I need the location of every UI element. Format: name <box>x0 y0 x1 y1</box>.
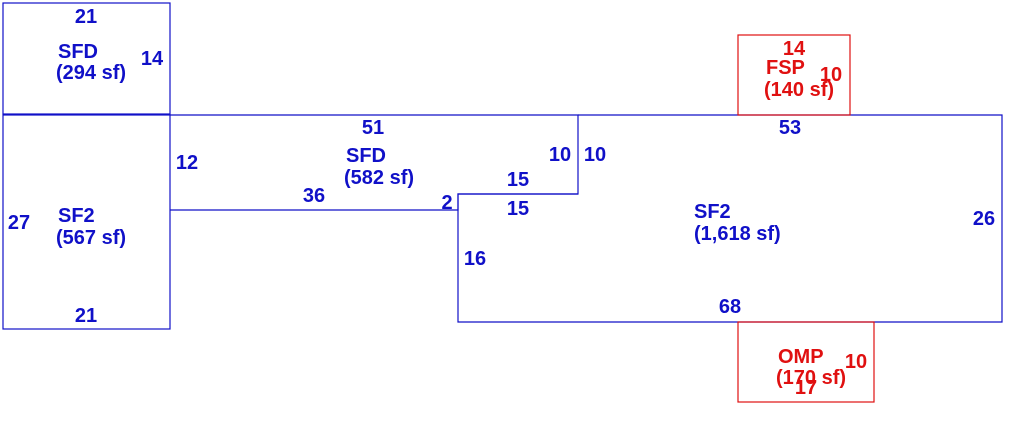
dim-sfd-mid-right: 10 <box>549 144 571 166</box>
dim-sf2-left-width: 21 <box>75 305 97 327</box>
dim-sfd-mid-step: 2 <box>441 192 452 214</box>
dim-omp-width: 17 <box>795 377 817 399</box>
area-code-sf2-right: SF2 <box>694 201 731 223</box>
area-size-sfd-top: (294 sf) <box>56 62 126 84</box>
dim-sfd-top-width: 21 <box>75 6 97 28</box>
sfd-top-outline <box>2 2 171 115</box>
dim-fsp-height: 10 <box>820 64 842 86</box>
dim-sf2-right-left: 16 <box>464 248 486 270</box>
area-code-sfd-mid: SFD <box>346 145 386 167</box>
area-code-omp: OMP <box>778 346 824 368</box>
area-size-sf2-right: (1,618 sf) <box>694 223 781 245</box>
omp-outline <box>737 321 875 403</box>
dim-sf2-right-bottom: 68 <box>719 296 741 318</box>
dim-sfd-top-height: 14 <box>141 48 164 70</box>
dim-sfd-mid-bottom: 36 <box>303 185 325 207</box>
dim-sf2-right-left-wall: 10 <box>584 144 606 166</box>
area-code-sfd-top: SFD <box>58 41 98 63</box>
area-code-fsp: FSP <box>766 57 805 79</box>
dim-sfd-mid-left: 12 <box>176 152 198 174</box>
area-size-fsp: (140 sf) <box>764 79 834 101</box>
sf2-right-outline <box>457 114 1003 323</box>
area-size-sfd-mid: (582 sf) <box>344 167 414 189</box>
dim-sfd-mid-top: 51 <box>362 117 384 139</box>
sf2-left-outline <box>2 114 171 330</box>
area-size-sf2-left: (567 sf) <box>56 227 126 249</box>
dim-omp-height: 10 <box>845 351 867 373</box>
dim-sfd-mid-notch: 15 <box>507 169 529 191</box>
dim-sf2-left-height: 27 <box>8 212 30 234</box>
area-size-omp: (170 sf) <box>776 367 846 389</box>
area-code-sf2-left: SF2 <box>58 205 95 227</box>
dim-sf2-right-notch: 15 <box>507 198 529 220</box>
dim-sf2-right-top: 53 <box>779 117 801 139</box>
fsp-outline <box>737 34 851 116</box>
dim-sf2-right-height: 26 <box>973 208 995 230</box>
dim-fsp-width: 14 <box>783 38 806 60</box>
